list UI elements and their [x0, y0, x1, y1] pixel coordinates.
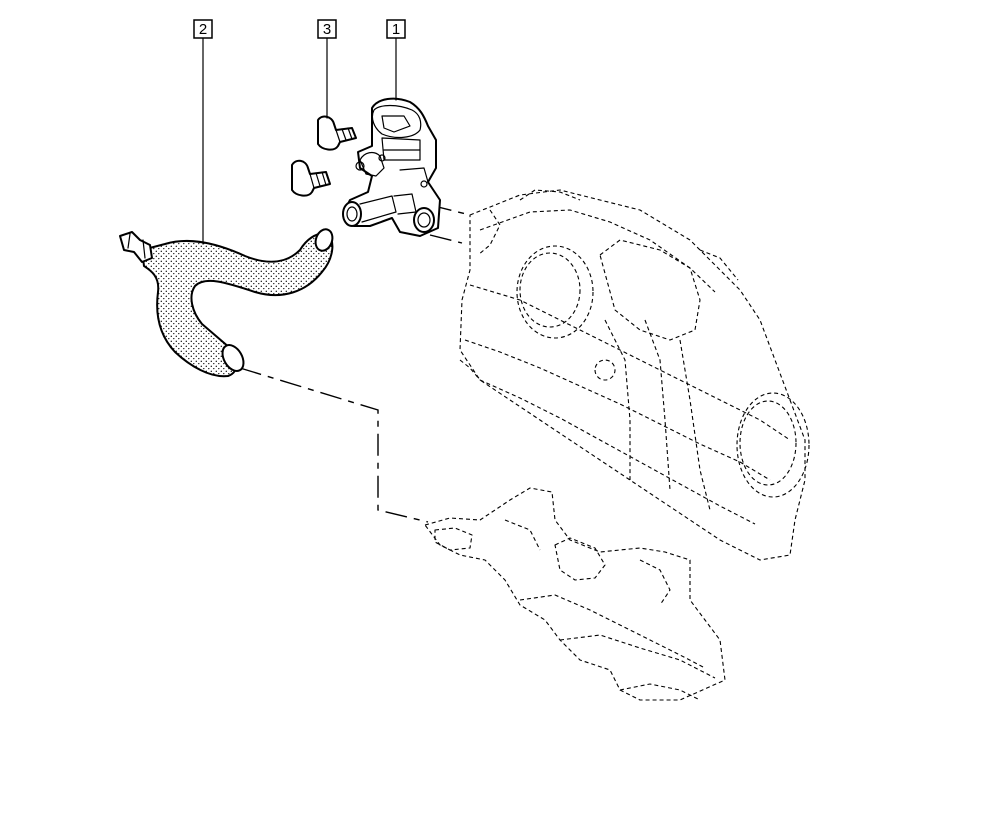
callout-1-label: 1	[392, 21, 400, 38]
assembly-centre-line	[239, 367, 429, 523]
valve-body	[342, 97, 441, 237]
bolt-upper	[317, 115, 357, 151]
callout-3: 3	[317, 19, 337, 39]
bolt-lower	[291, 159, 331, 197]
leader-lines	[202, 37, 397, 245]
callout-1: 1	[386, 19, 406, 39]
callout-2: 2	[193, 19, 213, 39]
callout-3-label: 3	[323, 21, 331, 38]
callout-2-label: 2	[199, 21, 207, 38]
valve-alignment-line-2	[429, 234, 463, 244]
coolant-hose	[119, 228, 334, 378]
pump-housing-ghost	[424, 487, 726, 701]
engine-block-ghost	[459, 189, 810, 561]
